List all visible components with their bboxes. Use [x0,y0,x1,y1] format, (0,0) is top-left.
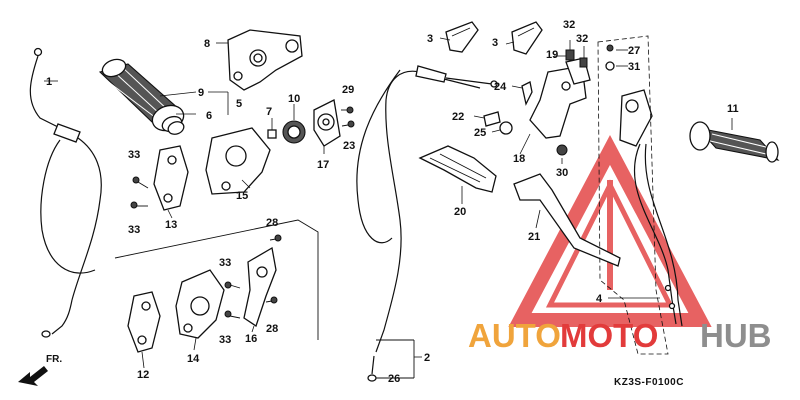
lever-bracket [483,49,591,156]
right-grip [689,121,780,163]
small-parts-7-10-17 [267,99,341,147]
callout-4: 4 [596,293,603,305]
throttle-cable [356,65,498,382]
callout-33b: 33 [128,224,140,236]
callout-19: 19 [546,49,558,61]
callout-7: 7 [266,106,272,118]
callout-28a: 28 [266,217,278,229]
clutch-lever [513,173,621,267]
callout-20: 20 [454,206,466,218]
callout-labels: 1 2 3 3 4 5 6 7 8 9 10 11 12 13 14 15 16… [46,19,739,385]
callout-29: 29 [342,84,354,96]
callout-22: 22 [452,111,464,123]
callout-18: 18 [513,153,525,165]
callout-10: 10 [288,93,300,105]
callout-28b: 28 [266,323,278,335]
callout-33d: 33 [219,334,231,346]
callout-33c: 33 [219,257,231,269]
callout-11: 11 [727,103,739,115]
callout-32a: 32 [563,19,575,31]
left-grip [98,58,185,135]
callout-14: 14 [187,353,200,365]
kill-switch [605,44,683,327]
callout-33a: 33 [128,149,140,161]
callout-3a: 3 [427,33,433,45]
callout-21: 21 [528,231,540,243]
bolts [130,106,355,319]
watermark-logo [508,135,712,327]
callout-6: 6 [206,110,212,122]
front-direction-arrow: FR. [18,354,62,386]
watermark-text: AUTO MOTO HUB [468,317,772,354]
leader-lines [141,37,733,379]
front-direction-label: FR. [46,354,62,365]
callout-23: 23 [343,140,355,152]
callout-32b: 32 [576,33,588,45]
callout-27: 27 [628,45,640,57]
callout-5: 5 [236,98,242,110]
callout-3b: 3 [492,37,498,49]
watermark-moto: MOTO [560,317,658,354]
callout-9: 9 [198,87,204,99]
lever-holder [227,29,303,91]
diagram-code: KZ3S-F0100C [614,377,684,388]
callout-8: 8 [204,38,210,50]
callout-30: 30 [556,167,568,179]
callout-15: 15 [236,190,248,202]
callout-13: 13 [165,219,177,231]
watermark-hub: HUB [700,317,772,354]
clamp-12-14-16 [127,246,277,353]
callout-2: 2 [424,352,430,364]
callout-24: 24 [494,81,507,93]
callout-12: 12 [137,369,149,381]
watermark-auto: AUTO [468,317,561,354]
callout-31: 31 [628,61,640,73]
callout-1: 1 [46,76,52,88]
callout-25: 25 [474,127,486,139]
clamp-13-15 [153,127,271,211]
lever-cover [418,145,497,193]
callout-16: 16 [245,333,257,345]
callout-17: 17 [317,159,329,171]
clutch-cable [29,47,102,338]
callout-26: 26 [388,373,400,385]
cable-clips [445,21,543,55]
